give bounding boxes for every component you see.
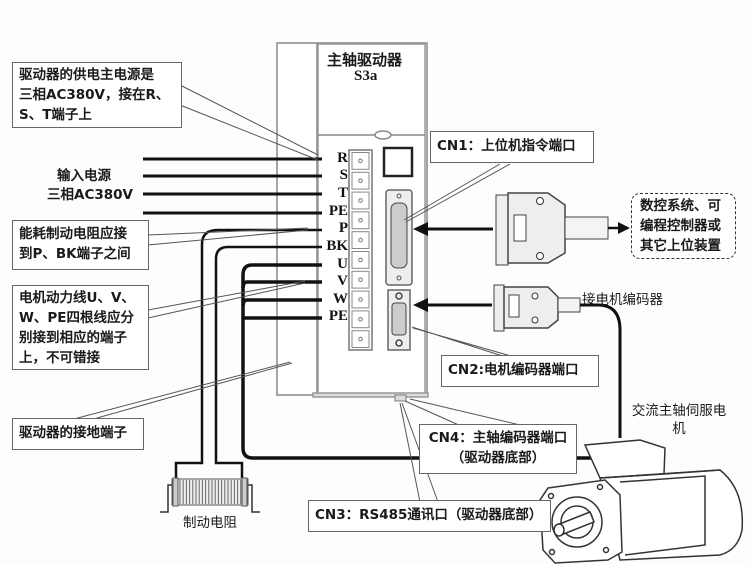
terminal-w: W xyxy=(333,291,348,307)
terminal-u: U xyxy=(337,256,348,272)
cn2-callout: CN2:电机编码器端口 xyxy=(441,355,599,387)
callout-line: 电机动力线U、V、 xyxy=(19,290,135,306)
motor-label-line: 机 xyxy=(672,421,686,437)
motor-encoder-label: 接电机编码器 xyxy=(582,292,663,308)
cn2-cable xyxy=(413,284,622,438)
terminal-s: S xyxy=(339,167,348,183)
terminal-labels: R S T PE P BK U V W PE xyxy=(318,150,348,350)
terminal-screw xyxy=(358,218,363,223)
callout-line: 其它上位装置 xyxy=(640,238,721,254)
terminal-bk: BK xyxy=(326,238,348,254)
terminal-cell xyxy=(351,171,370,190)
terminal-cell xyxy=(351,310,370,329)
terminal-screw xyxy=(358,198,363,203)
terminal-pe-motor: PE xyxy=(328,308,348,324)
brake-resistor-callout: 能耗制动电阻应接 到P、BK端子之间 xyxy=(12,220,149,270)
brake-resistor-label: 制动电阻 xyxy=(183,515,237,531)
servo-motor xyxy=(539,439,744,564)
bottom-port xyxy=(394,394,407,402)
terminal-cell xyxy=(351,231,370,249)
terminal-screw xyxy=(358,277,363,283)
terminal-screw xyxy=(358,158,363,164)
callout-line: S、T端子上 xyxy=(19,107,92,123)
callout-line: W、PE四根线应分 xyxy=(19,310,135,326)
callout-line: 上，不可错接 xyxy=(19,350,100,366)
terminal-screw xyxy=(358,237,363,243)
terminal-r: R xyxy=(337,150,348,166)
host-device-callout: 数控系统、可 编程控制器或 其它上位装置 xyxy=(631,193,736,259)
terminal-cell xyxy=(351,152,370,170)
cn1-cable xyxy=(413,192,630,266)
display-window xyxy=(382,146,414,178)
input-power-wires xyxy=(143,157,322,215)
callout-line: （驱动器底部） xyxy=(450,450,546,466)
drive-title: 主轴驱动器 xyxy=(327,51,403,69)
terminal-t: T xyxy=(337,185,348,201)
callout-line: 编程控制器或 xyxy=(640,218,721,234)
brake-resistor xyxy=(160,477,260,513)
callout-line: 驱动器的供电主电源是 xyxy=(19,67,154,83)
terminal-cell xyxy=(351,290,370,309)
terminal-cell xyxy=(351,330,370,349)
terminal-cell xyxy=(351,270,370,289)
callout-line: 三相AC380V，接在R、 xyxy=(19,87,170,103)
power-supply-callout: 驱动器的供电主电源是 三相AC380V，接在R、 S、T端子上 xyxy=(12,62,182,128)
cn3-callout: CN3：RS485通讯口（驱动器底部） xyxy=(308,500,551,532)
terminal-cell xyxy=(351,211,370,230)
terminal-cell xyxy=(351,191,370,210)
leader-lines xyxy=(69,84,526,503)
callout-line: 数控系统、可 xyxy=(640,198,721,214)
terminal-screw xyxy=(358,336,363,342)
cn2-port xyxy=(387,289,411,351)
input-power-voltage-label: 三相AC380V xyxy=(47,187,133,203)
terminal-p: P xyxy=(338,220,348,236)
callout-line: CN4：主轴编码器端口 xyxy=(428,430,568,446)
motor-label-line: 交流主轴伺服电 xyxy=(631,403,727,419)
cn4-callout: CN4：主轴编码器端口 （驱动器底部） xyxy=(419,424,577,474)
terminal-cell xyxy=(351,251,370,269)
motor-label: 交流主轴伺服电 机 xyxy=(624,402,734,438)
motor-power-wires xyxy=(241,263,600,460)
terminal-screw xyxy=(358,297,363,302)
terminal-screw xyxy=(358,178,363,183)
motor-power-callout: 电机动力线U、V、 W、PE四根线应分 别接到相应的端子 上，不可错接 xyxy=(12,285,149,370)
terminal-screw xyxy=(358,257,363,263)
callout-line: 别接到相应的端子 xyxy=(19,330,127,346)
input-power-label: 输入电源 xyxy=(57,168,111,184)
cn1-port xyxy=(385,189,413,286)
callout-line: 能耗制动电阻应接 xyxy=(19,226,127,242)
terminal-v: V xyxy=(337,273,348,289)
ground-terminal-callout: 驱动器的接地端子 xyxy=(12,418,144,450)
cn1-callout: CN1：上位机指令端口 xyxy=(430,131,594,163)
terminal-screw xyxy=(358,317,363,322)
callout-line: 到P、BK端子之间 xyxy=(19,246,131,262)
drive-model: S3a xyxy=(354,68,378,84)
brake-resistor-wires xyxy=(174,228,322,478)
terminal-pe-input: PE xyxy=(328,203,348,219)
